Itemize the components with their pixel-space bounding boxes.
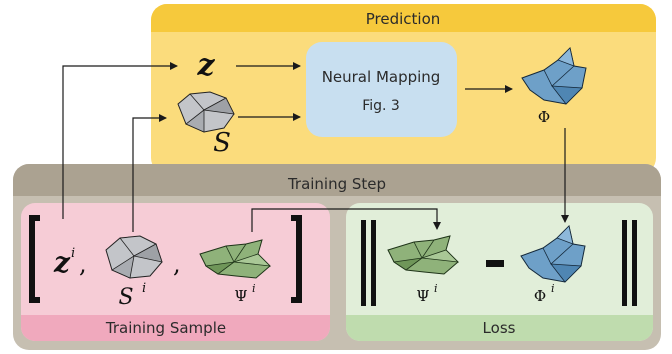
sample-target-mesh-icon [199,239,272,279]
connector-z-to-prediction [62,62,178,219]
arrow-psi-to-loss [251,208,441,232]
minus-sign-icon [486,260,504,267]
figure-reference: Fig. 3 [362,98,400,114]
sample-z-superscript: i [71,246,75,261]
prediction-header [151,4,656,32]
loss-predicted-mesh-icon [520,225,586,283]
loss-target-mesh-label: Ψ [416,287,429,305]
connector-s-to-prediction [132,114,167,232]
loss-bg [346,203,653,341]
norm-left-bars-icon [361,220,376,306]
neural-mapping-bg [306,42,457,137]
latent-z-label: z [196,48,215,83]
training-sample-bg [21,203,330,341]
sample-source-mesh-superscript: i [142,281,146,296]
loss-predicted-mesh-superscript: i [551,282,555,295]
loss-header [346,315,653,341]
sample-source-mesh-icon [105,235,163,279]
training-step-header [13,164,661,196]
sample-comma-1: , [79,250,87,278]
sample-target-mesh-superscript: i [252,282,256,295]
loss-predicted-mesh-label: Φ [534,287,546,305]
loss-panel: Loss [346,203,653,341]
source-mesh-icon [177,91,235,133]
neural-mapping-box: Neural Mapping Fig. 3 [306,42,457,137]
right-bracket-icon [291,215,302,303]
norm-right-bars-icon [622,220,637,306]
left-bracket-icon [29,215,40,303]
training-step-title: Training Step [287,175,386,193]
sample-z-label: z [53,246,71,279]
sample-target-mesh-label: Ψ [234,287,247,305]
loss-title: Loss [483,319,516,337]
source-mesh-label: S [213,128,231,158]
loss-target-mesh-superscript: i [434,282,438,295]
predicted-mesh-label: Φ [538,108,550,126]
training-sample-title: Training Sample [105,319,226,337]
training-sample-header [21,315,330,341]
predicted-mesh-icon [521,47,587,105]
loss-target-mesh-icon [387,235,460,275]
neural-mapping-label: Neural Mapping [322,68,441,86]
sample-source-mesh-label: S [118,285,133,310]
prediction-title: Prediction [366,10,441,28]
sample-comma-2: , [173,250,181,278]
training-sample-panel: Training Sample [21,203,330,341]
